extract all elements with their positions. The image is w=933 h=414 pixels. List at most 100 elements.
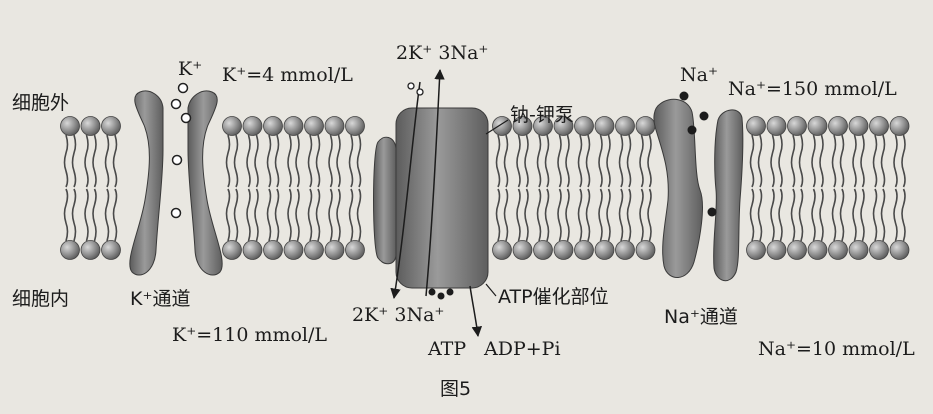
lipid-tail: [505, 135, 508, 187]
lipid-tail: [607, 189, 610, 241]
lipid-tail: [579, 189, 582, 241]
lipid-tail: [902, 135, 905, 187]
lipid-head: [243, 117, 262, 136]
lipid-tail: [874, 135, 877, 187]
atp-arrow: [470, 286, 478, 336]
lipid-head: [890, 241, 909, 260]
lipid-tail: [607, 135, 610, 187]
lipid-head: [81, 117, 100, 136]
lipid-tail: [93, 135, 96, 187]
lipid-tail: [894, 135, 897, 187]
lipid-tail: [861, 189, 864, 241]
lipid-tail: [759, 189, 762, 241]
lipid-tail: [337, 189, 340, 241]
outside-label: 细胞外: [12, 94, 69, 113]
adp-pi-label: ADP+Pi: [484, 340, 561, 359]
lipid-tail: [235, 135, 238, 187]
pump-k-ion-dot: [417, 89, 423, 95]
lipid-tail: [628, 135, 631, 187]
lipid-head: [346, 241, 365, 260]
lipid-tail: [517, 135, 520, 187]
lipid-tail: [558, 135, 561, 187]
lipid-head: [849, 117, 868, 136]
k-ion-dot: [179, 84, 188, 93]
lipid-tail: [800, 189, 803, 241]
lipid-head: [534, 241, 553, 260]
lipid-head: [870, 241, 889, 260]
lipid-tail: [93, 189, 96, 241]
lipid-head: [264, 117, 283, 136]
lipid-tail: [85, 189, 88, 241]
lipid-tail: [296, 189, 299, 241]
lipid-head: [284, 241, 303, 260]
lipid-tail: [882, 135, 885, 187]
lipid-tail: [247, 135, 250, 187]
lipid-tail: [628, 189, 631, 241]
lipid-head: [61, 117, 80, 136]
na-inside-concentration: Na⁺=10 mmol/L: [758, 340, 915, 359]
lipid-head: [264, 241, 283, 260]
lipid-tail: [841, 189, 844, 241]
lipid-tail: [337, 135, 340, 187]
lipid-tail: [874, 189, 877, 241]
lipid-head: [575, 241, 594, 260]
k-ion-dot: [173, 156, 182, 165]
pump-na-ion-dot: [447, 289, 454, 296]
lipid-head: [636, 241, 655, 260]
lipid-head: [223, 117, 242, 136]
k-ion-dot: [172, 100, 181, 109]
lipid-head: [81, 241, 100, 260]
lipid-head: [849, 241, 868, 260]
lipid-head: [513, 241, 532, 260]
lipid-tail: [792, 189, 795, 241]
lipid-tail: [65, 135, 68, 187]
lipid-tail: [350, 135, 353, 187]
lipid-tail: [771, 135, 774, 187]
lipid-tail: [358, 135, 361, 187]
lipid-tail: [288, 135, 291, 187]
lipid-tail: [255, 135, 258, 187]
lipid-head: [808, 241, 827, 260]
k-ion-dot: [182, 114, 191, 123]
lipid-head: [829, 241, 848, 260]
lipid-tail: [73, 189, 76, 241]
lipid-tail: [276, 135, 279, 187]
lipid-tail: [566, 135, 569, 187]
lipid-head: [788, 117, 807, 136]
lipid-head: [102, 117, 121, 136]
lipid-tail: [268, 135, 271, 187]
inside-label: 细胞内: [12, 290, 69, 309]
lipid-tail: [309, 189, 312, 241]
lipid-tail: [779, 135, 782, 187]
lipid-tail: [546, 189, 549, 241]
lipid-head: [493, 117, 512, 136]
lipid-head: [305, 241, 324, 260]
atp-site-label: ATP催化部位: [498, 288, 609, 307]
lipid-tail: [620, 189, 623, 241]
lipid-tail: [759, 135, 762, 187]
pump-name-label: 钠-钾泵: [510, 106, 574, 125]
lipid-tail: [620, 135, 623, 187]
k-channel-protein: [130, 91, 222, 275]
lipid-head: [788, 241, 807, 260]
atp-site-leader: [486, 284, 496, 296]
pump-top-ions-label: 2K⁺ 3Na⁺: [396, 44, 488, 63]
atp-label: ATP: [428, 340, 466, 359]
lipid-tail: [587, 135, 590, 187]
lipid-head: [767, 117, 786, 136]
lipid-tail: [114, 135, 117, 187]
k-channel-right-subunit: [188, 91, 222, 275]
lipid-tail: [771, 189, 774, 241]
na-ion-dot: [708, 208, 717, 217]
lipid-head: [243, 241, 262, 260]
k-channel-left-subunit: [130, 91, 163, 275]
lipid-tail: [114, 189, 117, 241]
na-channel-right-subunit: [714, 110, 743, 281]
lipid-tail: [587, 189, 590, 241]
lipid-tail: [247, 189, 250, 241]
lipid-tail: [227, 135, 230, 187]
lipid-tail: [317, 135, 320, 187]
lipid-tail: [497, 189, 500, 241]
lipid-tail: [558, 189, 561, 241]
